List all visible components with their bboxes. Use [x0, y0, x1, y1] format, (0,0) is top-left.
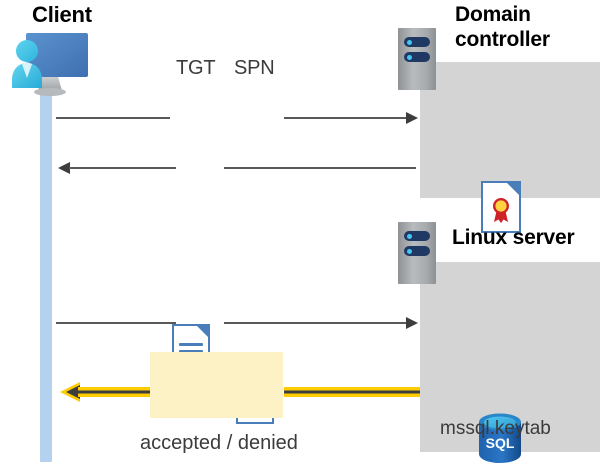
domain-controller-panel	[420, 62, 600, 198]
sql-label: SQL	[486, 435, 515, 451]
message-1-arrow	[56, 110, 418, 126]
message-3-arrow	[56, 315, 418, 331]
client-lifeline	[40, 88, 52, 462]
client-computer-icon	[6, 28, 94, 106]
message-2-arrow	[56, 160, 416, 176]
spn-label: SPN	[234, 57, 275, 79]
domain-controller-title-line1: Domain	[455, 3, 531, 26]
linux-server-title: Linux server	[452, 226, 575, 249]
client-title: Client	[32, 2, 92, 27]
linux-server-server-icon	[398, 222, 436, 284]
tgt-label: TGT	[176, 57, 216, 79]
message-4-arrow	[58, 381, 420, 403]
domain-controller-title-line2: controller	[455, 28, 550, 51]
certificate-document-icon	[481, 181, 521, 233]
domain-controller-server-icon	[398, 28, 436, 90]
keytab-filename-label: mssql.keytab	[440, 418, 551, 439]
result-highlight-box	[150, 352, 283, 418]
result-caption: accepted / denied	[140, 432, 298, 454]
sql-database-icon: SQL	[477, 412, 523, 464]
